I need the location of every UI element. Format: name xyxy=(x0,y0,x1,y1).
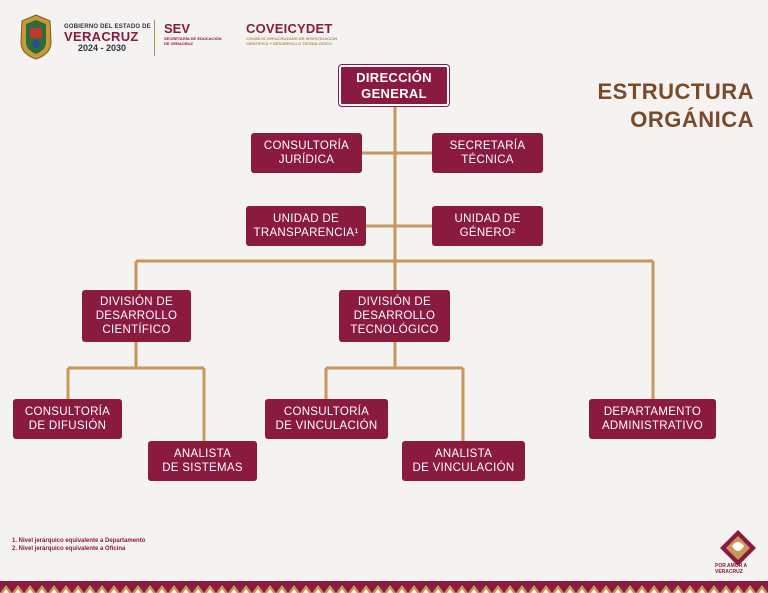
node-label-line: ADMINISTRATIVO xyxy=(601,420,704,432)
node-label-line: JURÍDICA xyxy=(278,154,335,166)
coveicydet-logo: COVEICYDET CONSEJO VERACRUZANO DE INVEST… xyxy=(246,21,366,47)
veracruz-seal-icon xyxy=(20,14,52,60)
corner-line-2: VERACRUZ xyxy=(715,569,743,575)
coveicydet-subtitle-2: CIENTÍFICA Y DESARROLLO TECNOLÓGICO xyxy=(246,41,332,46)
node-label-line: ANALISTA xyxy=(173,448,232,460)
gov-small-text: GOBIERNO DEL ESTADO DE xyxy=(64,24,151,30)
sev-subtitle-1: SECRETARÍA DE EDUCACIÓN xyxy=(164,36,222,41)
node-label-line: TRANSPARENCIA¹ xyxy=(253,227,359,239)
gov-years-text: 2024 - 2030 xyxy=(78,43,127,53)
node-label-line: DIRECCIÓN xyxy=(356,69,432,85)
government-logo: GOBIERNO DEL ESTADO DE VERACRUZ 2024 - 2… xyxy=(64,24,164,53)
node-analista-vinculacion: ANALISTA DE VINCULACIÓN xyxy=(402,441,525,481)
node-label-line: TECNOLÓGICO xyxy=(350,324,439,336)
page-title-line-1: ESTRUCTURA xyxy=(597,79,754,104)
corner-logo-text: POR AMOR A VERACRUZ xyxy=(715,563,747,575)
node-label-line: ANALISTA xyxy=(434,448,493,460)
sev-title: SEV xyxy=(164,21,191,36)
coveicydet-subtitle-1: CONSEJO VERACRUZANO DE INVESTIGACIÓN xyxy=(246,36,338,41)
node-label-line: GÉNERO² xyxy=(459,227,516,239)
footnote-1: 1. Nivel jerárquico equivalente a Depart… xyxy=(12,538,146,544)
gov-name-text: VERACRUZ xyxy=(64,29,139,44)
coveicydet-title: COVEICYDET xyxy=(246,21,333,36)
footnotes: 1. Nivel jerárquico equivalente a Depart… xyxy=(12,537,145,553)
node-label-line: SECRETARÍA xyxy=(449,140,526,152)
node-label-line: CIENTÍFICO xyxy=(102,324,171,336)
node-label-line: UNIDAD DE xyxy=(273,213,339,225)
node-label-line: TÉCNICA xyxy=(461,154,514,166)
node-label-line: DE VINCULACIÓN xyxy=(275,420,378,432)
node-consultoria-juridica: CONSULTORÍA JURÍDICA xyxy=(251,133,362,173)
node-label-line: CONSULTORÍA xyxy=(263,140,350,152)
node-division-desarrollo-cientifico: DIVISIÓN DE DESARROLLO CIENTÍFICO xyxy=(82,290,191,342)
node-label-line: GENERAL xyxy=(361,85,427,101)
header-divider xyxy=(154,20,155,56)
node-label-line: DESARROLLO xyxy=(95,310,178,322)
node-label-line: DESARROLLO xyxy=(353,310,436,322)
node-analista-sistemas: ANALISTA DE SISTEMAS xyxy=(148,441,257,481)
node-label-line: DE VINCULACIÓN xyxy=(412,462,515,474)
sev-subtitle-2: DE VERACRUZ xyxy=(164,41,193,46)
node-label-line: UNIDAD DE xyxy=(454,213,521,225)
node-label-line: DE DIFUSIÓN xyxy=(28,420,107,432)
node-unidad-transparencia: UNIDAD DE TRANSPARENCIA¹ xyxy=(246,206,366,246)
por-amor-a-veracruz-logo-icon xyxy=(720,530,756,566)
node-consultoria-vinculacion: CONSULTORÍA DE VINCULACIÓN xyxy=(265,399,388,439)
page-title: ESTRUCTURA ORGÁNICA xyxy=(597,78,754,134)
page-title-line-2: ORGÁNICA xyxy=(630,107,754,132)
node-label-line: DIVISIÓN DE xyxy=(100,296,173,308)
node-label-line: DEPARTAMENTO xyxy=(603,406,702,418)
node-consultoria-difusion: CONSULTORÍA DE DIFUSIÓN xyxy=(13,399,122,439)
corner-line-1: POR AMOR A xyxy=(715,563,748,569)
node-label-line: DE SISTEMAS xyxy=(162,462,243,474)
node-division-desarrollo-tecnologico: DIVISIÓN DE DESARROLLO TECNOLÓGICO xyxy=(339,290,450,342)
node-secretaria-tecnica: SECRETARÍA TÉCNICA xyxy=(432,133,543,173)
node-unidad-genero: UNIDAD DE GÉNERO² xyxy=(432,206,543,246)
node-label-line: DIVISIÓN DE xyxy=(358,296,431,308)
footnote-2: 2. Nivel jerárquico equivalente a Oficin… xyxy=(12,546,126,552)
node-departamento-administrativo: DEPARTAMENTO ADMINISTRATIVO xyxy=(589,399,716,439)
node-label-line: CONSULTORÍA xyxy=(24,406,111,418)
decorative-border-strip xyxy=(0,581,768,593)
sev-logo: SEV SECRETARÍA DE EDUCACIÓN DE VERACRUZ xyxy=(164,21,244,47)
node-label-line: CONSULTORÍA xyxy=(283,406,370,418)
